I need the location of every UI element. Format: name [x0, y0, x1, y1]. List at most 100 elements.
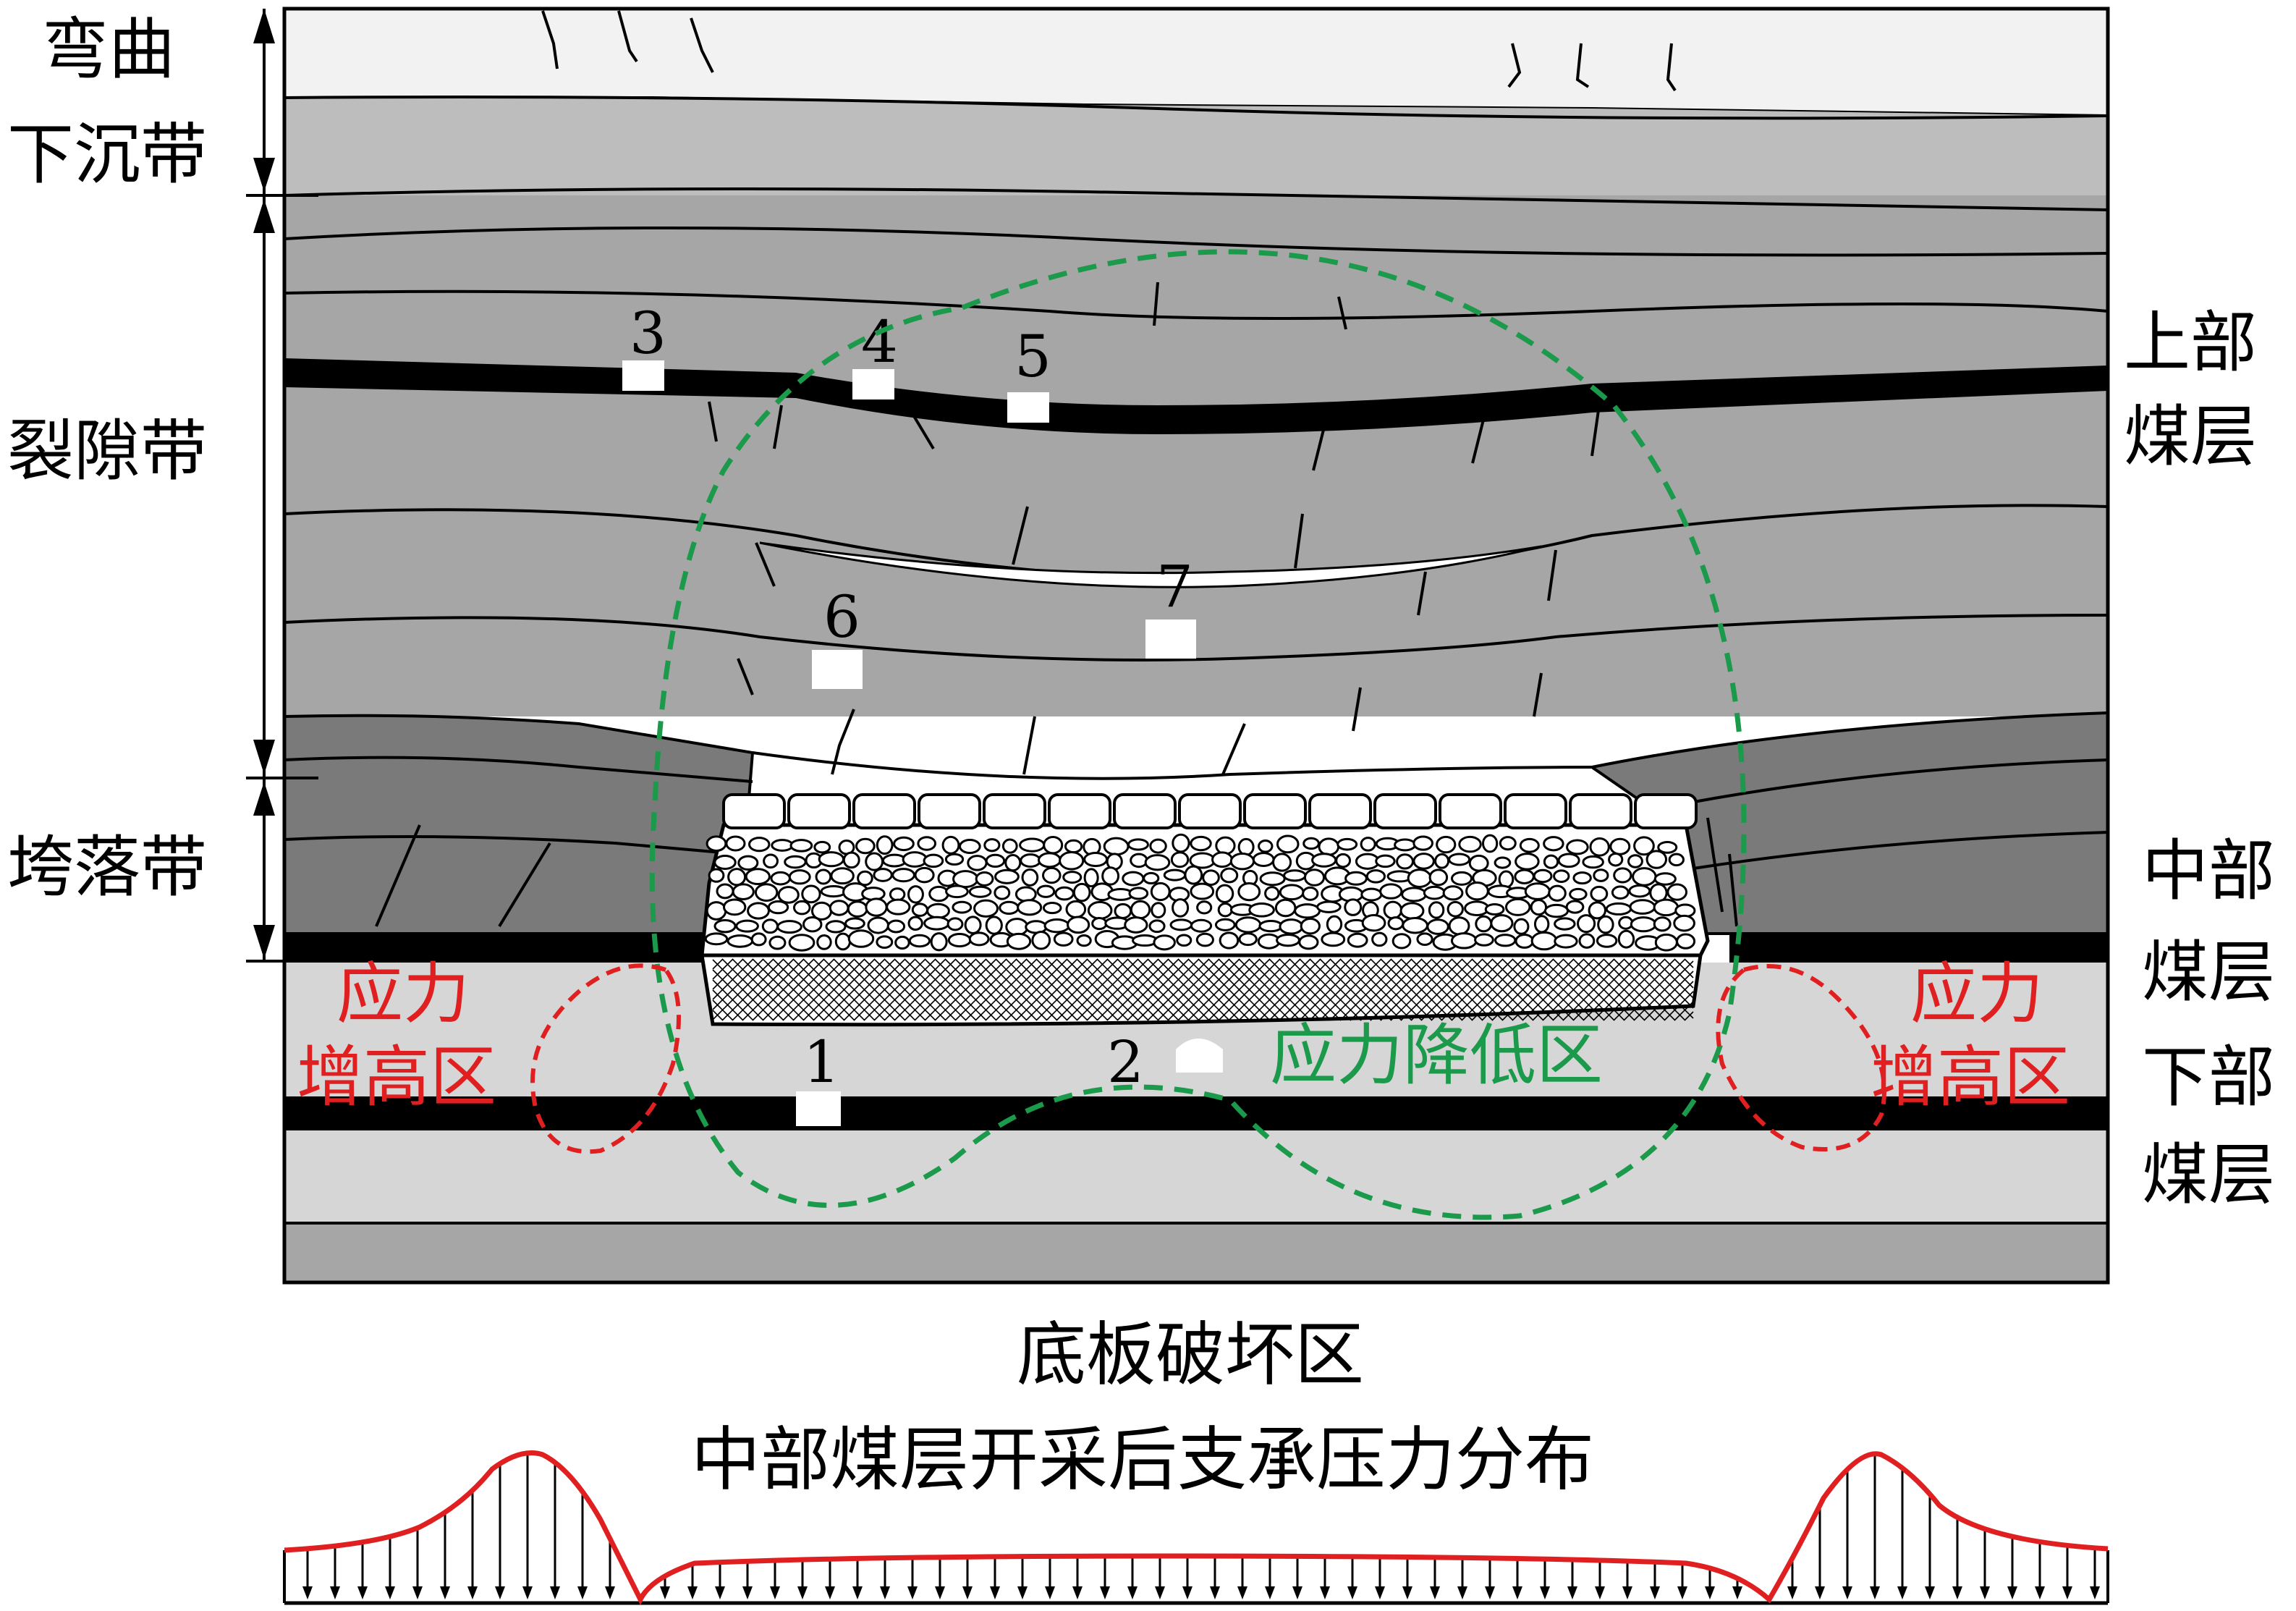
caving-layer-left — [283, 714, 755, 935]
pressure-arrowhead — [1127, 1586, 1138, 1599]
pressure-arrowhead — [302, 1586, 313, 1599]
rubble-block — [1336, 837, 1358, 851]
pressure-arrowhead — [2090, 1586, 2100, 1599]
rubble-block — [1017, 899, 1043, 916]
rubble-block — [1005, 918, 1029, 936]
rubble-block — [1627, 854, 1643, 868]
rubble-block — [1150, 881, 1171, 902]
stress-increase-left-line1: 应力 — [336, 955, 470, 1033]
rubble-block — [776, 920, 802, 934]
rubble-block — [1629, 899, 1656, 915]
hatch-line — [1653, 981, 1694, 1021]
rubble-block — [1229, 852, 1255, 871]
pressure-arrowhead — [1182, 1586, 1193, 1599]
rubble-block — [754, 883, 779, 902]
rubble-block — [1371, 931, 1388, 947]
rubble-block — [1190, 882, 1215, 900]
rubble-block — [1083, 851, 1109, 868]
middle-seam-label-line2: 煤层 — [2142, 934, 2275, 1011]
strata-line — [284, 227, 2109, 257]
rubble-block — [1611, 885, 1630, 900]
rubble-block — [1148, 919, 1166, 934]
rubble-block — [893, 836, 915, 852]
pressure-arrowhead — [1732, 1586, 1742, 1599]
strata-line — [1693, 831, 2109, 870]
rubble-block — [1237, 881, 1261, 902]
rubble-block — [834, 932, 851, 951]
rubble-block — [1543, 854, 1559, 869]
rubble-block — [1132, 934, 1158, 947]
strata-line — [284, 289, 2109, 320]
rubble-block — [1657, 840, 1678, 854]
bed-separation — [759, 541, 1542, 588]
rubble-block — [1633, 836, 1655, 856]
crack — [1666, 43, 1677, 92]
rubble-block — [1375, 854, 1396, 868]
hatch-line — [1664, 991, 1694, 1021]
point-label-6: 6 — [823, 583, 860, 651]
rubble-block — [1645, 850, 1668, 869]
rubble-block — [1548, 884, 1567, 902]
pressure-arrowhead — [1650, 1586, 1660, 1599]
stress-reduction-label: 应力降低区 — [1270, 1017, 1603, 1094]
pressure-arrowhead — [1320, 1586, 1330, 1599]
point-marker-2 — [1176, 1039, 1223, 1073]
crack — [773, 405, 783, 449]
rubble-block — [975, 871, 994, 887]
rubble-block — [1091, 917, 1108, 931]
rubble-block — [945, 884, 969, 899]
crack — [910, 411, 935, 450]
point-marker-6 — [812, 650, 863, 689]
rubble-block — [1577, 914, 1596, 934]
pressure-distribution — [283, 1450, 2109, 1605]
caved-block — [1569, 793, 1632, 829]
crack — [1022, 716, 1036, 775]
rubble-block — [1582, 855, 1604, 869]
rubble-block — [964, 916, 982, 934]
rubble-block — [1067, 916, 1090, 934]
rubble-block — [722, 898, 747, 916]
rubble-block — [908, 934, 931, 948]
pressure-arrowhead — [577, 1586, 588, 1599]
pressure-distribution-title: 中部煤层开采后支承压力分布 — [691, 1419, 1594, 1500]
rubble-block — [1064, 839, 1083, 854]
caved-block — [1308, 793, 1372, 829]
rubble-block — [788, 934, 816, 952]
rubble-block — [1676, 933, 1696, 950]
pressure-arrowhead — [852, 1586, 863, 1599]
crack — [1706, 817, 1724, 913]
rubble-block — [1042, 866, 1062, 884]
rubble-block — [1302, 886, 1319, 901]
fracture-layer — [284, 195, 2108, 716]
rubble-block — [1144, 854, 1171, 871]
rubble-block — [1572, 871, 1592, 885]
pressure-arrows — [302, 1453, 2100, 1599]
rubble-block — [1428, 868, 1449, 887]
rubble-block — [706, 835, 727, 852]
rubble-block — [1347, 932, 1368, 948]
rubble-block — [802, 916, 823, 933]
rubble-block — [873, 868, 893, 882]
rubble-block — [1103, 837, 1130, 856]
rubble-block — [1533, 915, 1550, 934]
rubble-block — [968, 931, 990, 947]
rubble-block — [1448, 853, 1471, 866]
rubble-block — [1214, 918, 1236, 931]
arrowhead — [253, 9, 275, 43]
arrowhead — [253, 199, 275, 233]
rubble-block — [1264, 886, 1280, 901]
rubble-block — [1176, 934, 1193, 947]
rubble-block — [857, 870, 873, 887]
rubble-block — [1475, 915, 1493, 933]
rubble-block — [1021, 868, 1039, 887]
lower-seam-label-line2: 煤层 — [2142, 1136, 2275, 1214]
rubble-block — [1031, 930, 1051, 950]
floor-damage-caption: 底板破坏区 — [1017, 1314, 1364, 1395]
rubble-block — [1401, 887, 1427, 902]
rubble-block — [914, 866, 935, 884]
rubble-block — [763, 853, 779, 869]
fractures — [375, 10, 1738, 928]
rubble-block — [1412, 853, 1435, 870]
middle-coal-seam-left — [284, 934, 704, 963]
rubble-block — [1504, 897, 1531, 916]
